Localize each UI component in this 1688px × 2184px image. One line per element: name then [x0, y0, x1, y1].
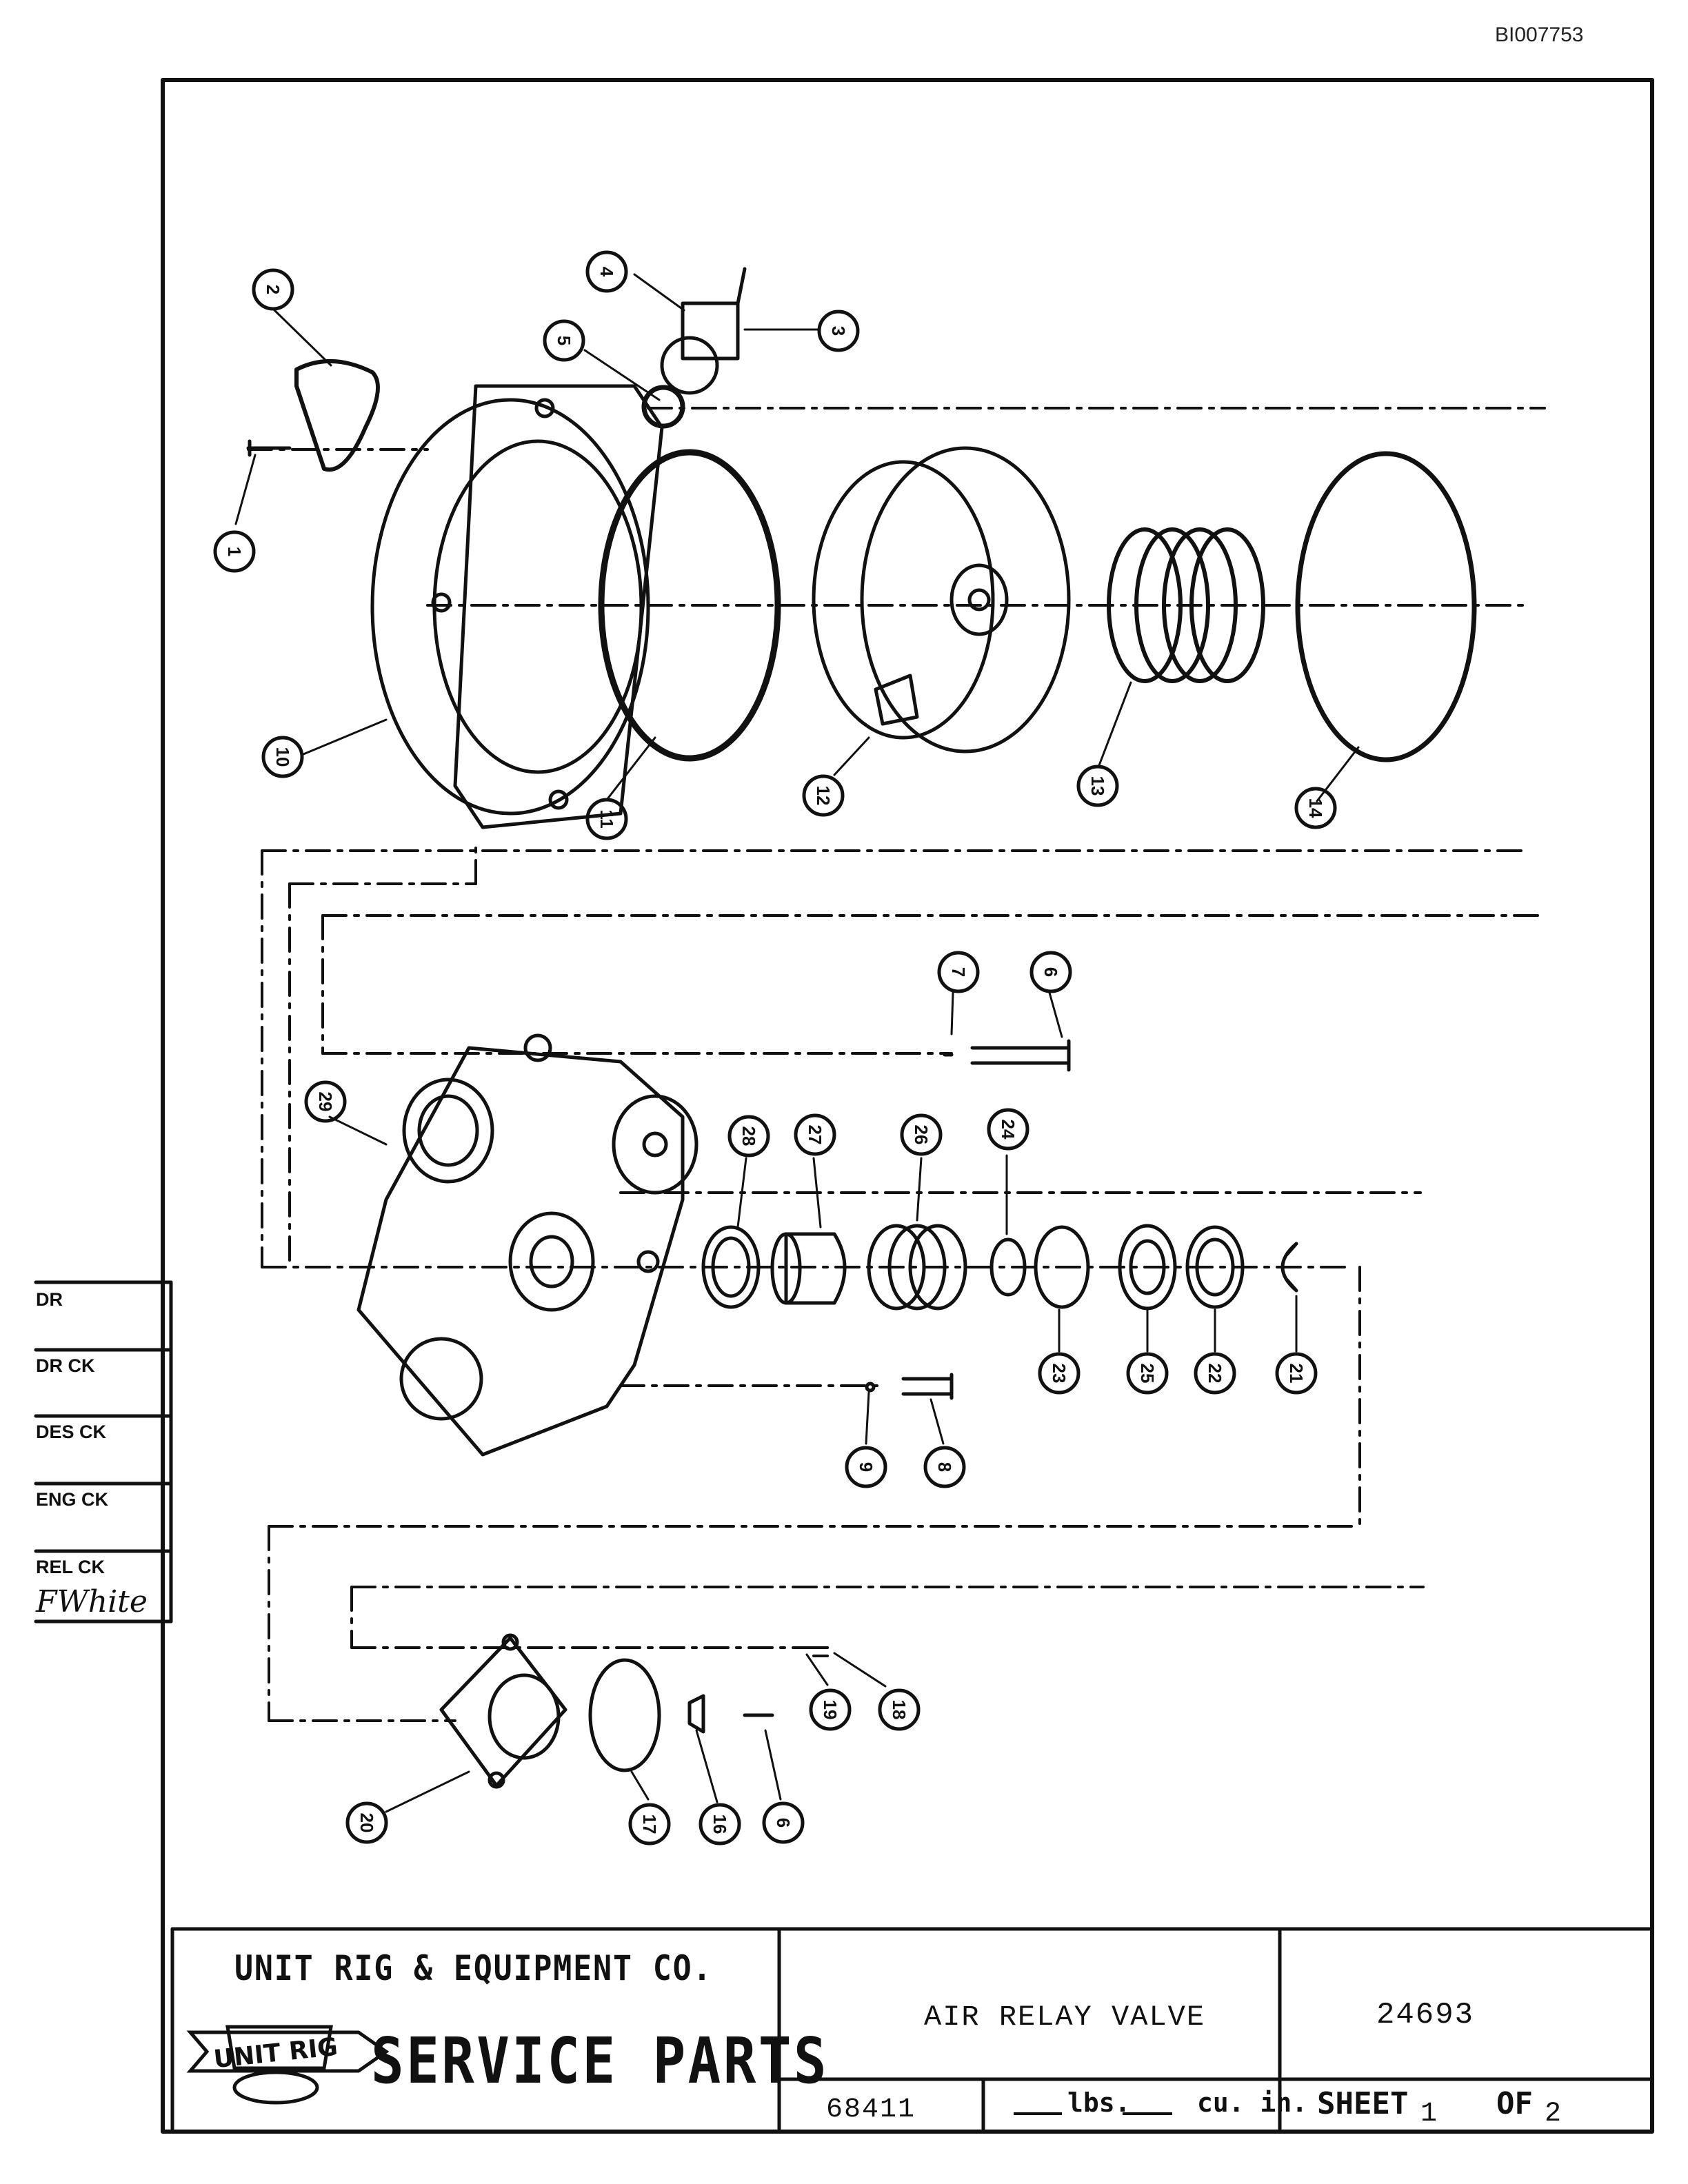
signature: FWhite	[36, 1584, 148, 1619]
volume-unit: cu. in.	[1197, 2087, 1308, 2118]
callout-25: 25	[1137, 1364, 1158, 1384]
document-id: BI007753	[1495, 23, 1584, 46]
rev-label-des-ck: DES CK	[36, 1422, 107, 1442]
callout-28: 28	[738, 1126, 759, 1146]
fitting-3-4	[660, 267, 747, 395]
plate-16	[687, 1694, 705, 1734]
callout-9: 9	[856, 1462, 876, 1472]
callout-3: 3	[828, 326, 849, 336]
callout-17: 17	[639, 1814, 660, 1834]
revision-strip	[34, 1280, 173, 1624]
ring-14	[1295, 451, 1477, 762]
secondary-number: 68411	[826, 2094, 916, 2125]
callout-2: 2	[263, 285, 283, 294]
callout-18: 18	[889, 1700, 910, 1720]
valve-body-29	[356, 1033, 699, 1457]
leader-lines	[234, 273, 1360, 1813]
spring-13	[1107, 527, 1265, 683]
sheet-total: 2	[1545, 2099, 1562, 2130]
assembly-centerlines	[247, 407, 1546, 1722]
screw-1	[246, 439, 292, 457]
callout-13: 13	[1087, 776, 1108, 796]
middle-stack	[701, 1224, 1298, 1311]
callout-1: 1	[224, 547, 245, 556]
seal-5	[641, 385, 685, 429]
pin-6-7	[943, 1039, 1071, 1072]
callout-26: 26	[911, 1125, 932, 1145]
rev-label-rel-ck: REL CK	[36, 1557, 106, 1577]
callout-24: 24	[998, 1120, 1018, 1140]
cover-20	[439, 1633, 567, 1789]
sheet-number: 1	[1420, 2099, 1438, 2130]
service-parts-title: SERVICE PARTS	[371, 2024, 829, 2098]
bushing-28	[701, 1225, 761, 1309]
piston-27	[784, 1232, 847, 1305]
o-ring-11	[598, 449, 781, 762]
cover-plate-2	[294, 358, 380, 472]
washer-25	[1118, 1224, 1177, 1311]
of-label: OF	[1496, 2086, 1533, 2121]
callout-10: 10	[272, 747, 293, 767]
part-name: AIR RELAY VALVE	[924, 2001, 1206, 2034]
upper-housing-10	[370, 384, 664, 829]
rev-label-eng-ck: ENG CK	[36, 1489, 109, 1510]
weight-unit: lbs.	[1067, 2087, 1131, 2118]
piston-12	[812, 446, 1071, 754]
callout-23: 23	[1049, 1364, 1069, 1384]
callout-27: 27	[805, 1125, 825, 1145]
callout-7: 7	[948, 967, 969, 977]
unitrig-logo: UNIT RIG	[186, 2025, 390, 2105]
callout-circles	[213, 250, 1337, 1846]
rev-label-dr-ck: DR CK	[36, 1355, 95, 1376]
drawing-frame	[161, 78, 1654, 2134]
pin-8-9	[865, 1373, 954, 1400]
spring-26	[867, 1224, 926, 1311]
callout-29: 29	[315, 1092, 336, 1112]
callout-16: 16	[710, 1814, 730, 1834]
sheet-label: SHEET	[1317, 2086, 1409, 2121]
nut-18-19	[812, 1646, 829, 1657]
rev-label-dr: DR	[36, 1289, 63, 1310]
callout-19: 19	[820, 1700, 841, 1720]
callout-14: 14	[1305, 798, 1326, 818]
title-block-grid	[170, 1927, 1654, 2131]
callout-12: 12	[813, 786, 834, 806]
snap-ring-21	[1280, 1242, 1298, 1293]
callout-22: 22	[1205, 1364, 1225, 1384]
callout-5: 5	[554, 336, 574, 345]
ring-23	[1034, 1225, 1090, 1309]
callout-11: 11	[596, 809, 617, 829]
company-name: UNIT RIG & EQUIPMENT CO.	[234, 1948, 713, 1988]
callout-21: 21	[1286, 1364, 1307, 1384]
callout-6: 6	[1041, 967, 1061, 977]
o-ring-24	[989, 1237, 1027, 1297]
callout-4: 4	[596, 267, 617, 277]
washer-22	[1185, 1225, 1245, 1309]
callout-6: 6	[773, 1818, 794, 1828]
callout-8: 8	[934, 1462, 955, 1472]
part-number: 24693	[1376, 1998, 1475, 2032]
diaphragm-17	[588, 1658, 661, 1772]
callout-20: 20	[356, 1813, 377, 1833]
